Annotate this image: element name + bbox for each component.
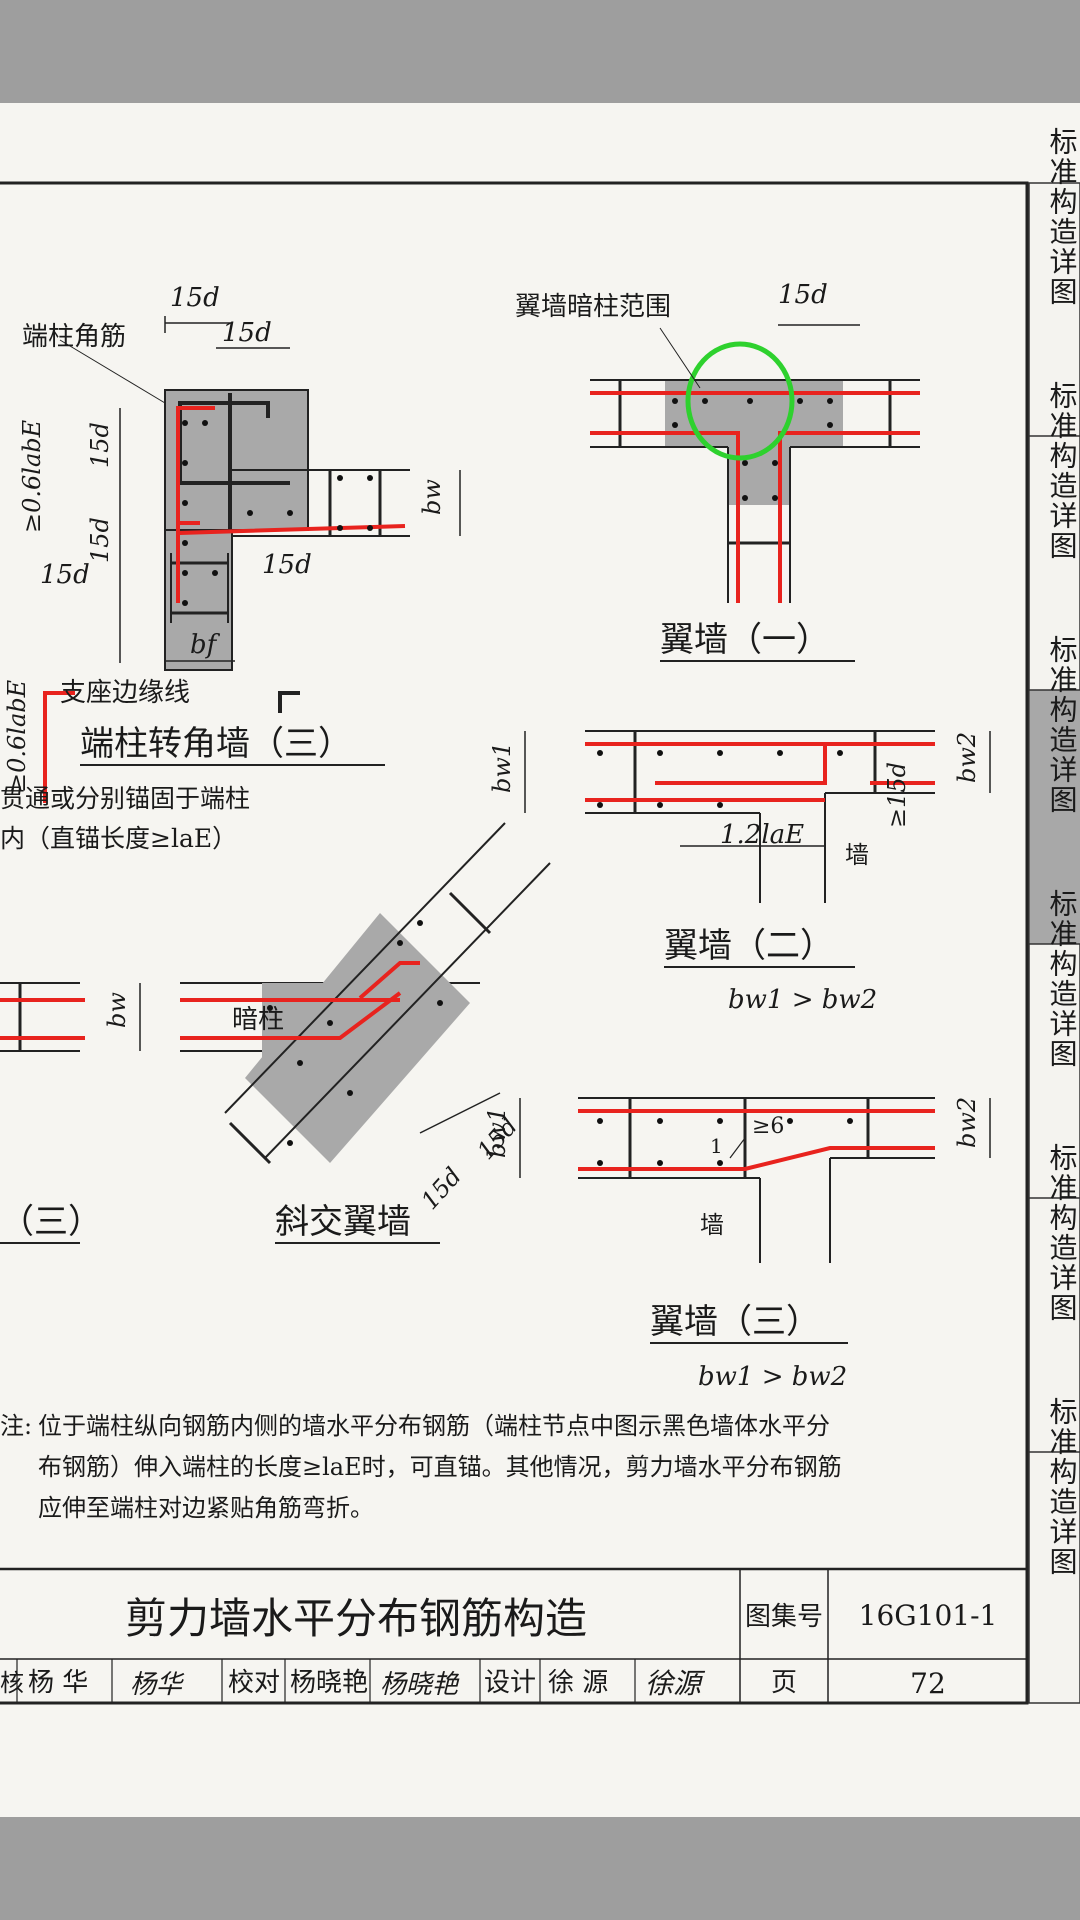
diagram-wing-2: bw1 bw2 ≥15d 1.2laE 墙 翼墙（二） bw1 > bw2	[488, 730, 991, 1015]
drawing-page: 标准构造详图 标准构造详图 标准构造详图 标准构造详图 标准构造详图 标准构造详…	[0, 103, 1080, 1817]
wing2-condition: bw1 > bw2	[728, 985, 877, 1015]
side-tab-3[interactable]: 标准构造详图	[1046, 635, 1079, 815]
dim-15d-c: 15d	[86, 422, 114, 468]
dim-bw: bw	[418, 479, 446, 515]
title-end-column-corner: 端柱转角墙（三）	[80, 724, 352, 764]
dim-15d-f: 15d	[262, 550, 312, 580]
wing1-dim-15d: 15d	[778, 280, 828, 310]
reviewer-signature: 杨华	[130, 1670, 185, 1700]
review-label: 核	[0, 1669, 24, 1697]
reviewer-name: 杨 华	[28, 1668, 88, 1698]
dim-15d-a: 15d	[170, 283, 220, 313]
top-letterbox	[0, 0, 1080, 103]
label-support-line: 支座边缘线	[60, 678, 190, 708]
page-frame	[0, 181, 1029, 1705]
check-label: 校对	[228, 1668, 280, 1698]
wing2-dim-bw1: bw1	[488, 742, 516, 793]
drawing-canvas: 标准构造详图 标准构造详图 标准构造详图 标准构造详图 标准构造详图 标准构造详…	[0, 127, 1080, 1705]
side-tab-2[interactable]: 标准构造详图	[1046, 381, 1079, 561]
diagram-left-partial: bw （三）	[0, 982, 141, 1244]
diagram-wing-1: 翼墙暗柱范围 15d 翼墙（一）	[515, 280, 920, 662]
designer-signature: 徐源	[645, 1667, 706, 1700]
checker-name: 杨晓艳	[290, 1668, 368, 1698]
side-tab-6[interactable]: 标准构造详图	[1046, 1397, 1079, 1577]
wing3-condition: bw1 > bw2	[698, 1362, 847, 1392]
note-prefix: 注:	[0, 1412, 32, 1440]
dim-bf: bf	[190, 630, 221, 660]
label-hidden-column: 暗柱	[232, 1005, 284, 1035]
note-line3: 应伸至端柱对边紧贴角筋弯折。	[38, 1494, 374, 1522]
left-note-line2: 内（直锚长度≥laE）	[0, 824, 237, 853]
dim-06labE-a: ≥0.6labE	[18, 419, 46, 533]
wing3-dim-bw2: bw2	[953, 1097, 981, 1148]
atlas-number: 16G101-1	[859, 1599, 998, 1632]
wing3-slope-1: 1	[710, 1134, 723, 1158]
wing2-dim-12lae: 1.2laE	[720, 820, 804, 850]
wing3-label-wall: 墙	[700, 1211, 724, 1239]
left-dim-bw: bw	[103, 992, 131, 1028]
label-corner-bar: 端柱角筋	[22, 322, 126, 352]
checker-signature: 杨晓艳	[380, 1670, 460, 1700]
wing3-slope-6: ≥6	[752, 1114, 784, 1139]
note-line1: 位于端柱纵向钢筋内侧的墙水平分布钢筋（端柱节点中图示黑色墙体水平分	[38, 1412, 830, 1440]
diagram-end-column-corner: 端柱角筋 15d 15d 15d 15d ≥0.6labE ≥0.6labE 1…	[0, 283, 461, 853]
page-number: 72	[910, 1667, 946, 1700]
title-wing-1: 翼墙（一）	[660, 620, 830, 660]
design-label: 设计	[484, 1668, 536, 1698]
diagram-oblique-wing: 暗柱 15d 15d 斜交翼墙	[180, 822, 551, 1244]
side-tab-5[interactable]: 标准构造详图	[1046, 1143, 1079, 1323]
title-oblique-wing: 斜交翼墙	[275, 1202, 411, 1242]
dim-15d-b: 15d	[222, 318, 272, 348]
drawing-title: 剪力墙水平分布钢筋构造	[125, 1594, 587, 1643]
side-tab-active-bg	[1030, 690, 1080, 944]
title-left-partial: （三）	[0, 1202, 102, 1242]
wing3-dim-bw1: bw1	[483, 1107, 511, 1158]
wing2-dim-bw2: bw2	[953, 732, 981, 783]
dim-15d-d: 15d	[86, 517, 114, 563]
side-tab-1[interactable]: 标准构造详图	[1046, 127, 1079, 307]
side-tabs: 标准构造详图 标准构造详图 标准构造详图 标准构造详图 标准构造详图 标准构造详…	[1028, 127, 1080, 1704]
oblique-dim-15d-a: 15d	[416, 1162, 468, 1215]
diagram-wing-3: bw1 bw2 ≥6 1 墙 翼墙（三） bw1 > bw2	[483, 1097, 991, 1392]
dim-15d-e: 15d	[40, 560, 90, 590]
note-line2: 布钢筋）伸入端柱的长度≥laE时，可直锚。其他情况，剪力墙水平分布钢筋	[38, 1453, 842, 1481]
bottom-letterbox	[0, 1817, 1080, 1920]
dim-06labE-b: ≥0.6labE	[3, 679, 31, 793]
left-note-line1: 贯通或分别锚固于端柱	[0, 784, 250, 813]
wing2-label-wall: 墙	[845, 841, 869, 869]
note-block: 注: 位于端柱纵向钢筋内侧的墙水平分布钢筋（端柱节点中图示黑色墙体水平分 布钢筋…	[0, 1412, 842, 1522]
label-wing-range: 翼墙暗柱范围	[515, 292, 671, 322]
side-tab-4[interactable]: 标准构造详图	[1046, 889, 1079, 1069]
title-block: 剪力墙水平分布钢筋构造 图集号 16G101-1 核 杨 华 杨华 校对 杨晓艳…	[0, 1567, 1027, 1703]
title-wing-2: 翼墙（二）	[664, 926, 834, 966]
title-wing-3: 翼墙（三）	[650, 1302, 820, 1342]
highlight-circle	[685, 341, 795, 461]
designer-name: 徐 源	[548, 1668, 608, 1698]
atlas-label: 图集号	[745, 1602, 823, 1632]
wing2-dim-15d: ≥15d	[883, 762, 911, 828]
page-label: 页	[771, 1668, 797, 1698]
